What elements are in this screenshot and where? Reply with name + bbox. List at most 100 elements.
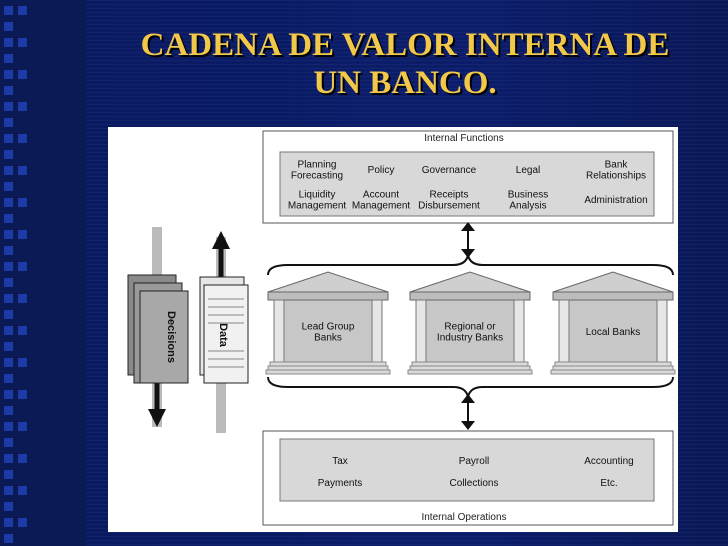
decorative-square xyxy=(4,214,13,223)
decorative-square xyxy=(4,150,13,159)
decorative-square xyxy=(4,438,13,447)
bank-body xyxy=(415,299,525,363)
decorative-square xyxy=(18,134,27,143)
bank-step xyxy=(550,369,676,375)
decorative-square xyxy=(4,54,13,63)
bank-column xyxy=(415,299,427,363)
decorative-square xyxy=(4,310,13,319)
decisions-label: Decisions xyxy=(165,311,177,363)
decorative-square xyxy=(4,406,13,415)
bank-entablature xyxy=(267,291,389,301)
decisions-data-graphic: Decisions Data xyxy=(127,227,249,433)
bottom-brace xyxy=(267,376,674,398)
bank-building xyxy=(550,271,676,375)
decorative-square xyxy=(4,38,13,47)
internal-functions-label: Internal Functions xyxy=(424,133,504,144)
decorative-square xyxy=(18,166,27,175)
decorative-square xyxy=(4,470,13,479)
decisions-arrow-head xyxy=(148,409,166,427)
decorative-square xyxy=(18,486,27,495)
operation-cell: Etc. xyxy=(600,478,617,489)
decorative-square xyxy=(4,102,13,111)
decorative-square xyxy=(4,374,13,383)
title-line-2: UN BANCO. xyxy=(313,65,497,101)
decorative-square xyxy=(18,198,27,207)
bank-building xyxy=(265,271,391,375)
data-arrow-head xyxy=(212,231,230,249)
bank-column xyxy=(656,299,668,363)
decorative-square xyxy=(4,262,13,271)
decorative-square xyxy=(18,326,27,335)
bank-building xyxy=(407,271,533,375)
bank-step xyxy=(411,361,529,367)
top-brace xyxy=(267,254,674,276)
function-cell: Policy xyxy=(368,165,395,176)
decorative-square xyxy=(4,342,13,351)
slide-title: CADENA DE VALOR INTERNA DE UN BANCO. xyxy=(100,26,710,102)
decorative-square xyxy=(18,262,27,271)
decorative-square xyxy=(4,6,13,15)
function-cell: Administration xyxy=(584,195,647,206)
decorative-square xyxy=(18,454,27,463)
decorative-square xyxy=(4,230,13,239)
decorative-square xyxy=(4,182,13,191)
decorative-square xyxy=(4,294,13,303)
decorative-square xyxy=(18,390,27,399)
decorative-square xyxy=(18,230,27,239)
title-line-1: CADENA DE VALOR INTERNA DE xyxy=(140,27,670,63)
bank-entablature xyxy=(409,291,531,301)
decorative-square xyxy=(4,358,13,367)
internal-functions-inner xyxy=(279,151,655,217)
decorative-square xyxy=(4,118,13,127)
decorative-square xyxy=(4,86,13,95)
decorative-square xyxy=(4,422,13,431)
bank-step xyxy=(552,365,674,371)
decorative-square xyxy=(4,70,13,79)
decorative-square xyxy=(4,246,13,255)
function-cell: Legal xyxy=(516,165,540,176)
operation-cell: Tax xyxy=(332,456,348,467)
bank-roof xyxy=(267,271,389,293)
bank-body xyxy=(558,299,668,363)
bank-roof xyxy=(552,271,674,293)
operation-cell: Payments xyxy=(318,478,362,489)
operation-cell: Collections xyxy=(450,478,499,489)
decorative-square xyxy=(4,278,13,287)
bank-body xyxy=(273,299,383,363)
decorative-square xyxy=(4,326,13,335)
internal-operations-inner xyxy=(279,438,655,502)
bank-column xyxy=(513,299,525,363)
decorative-square xyxy=(18,422,27,431)
decorative-square xyxy=(18,6,27,15)
decorative-square xyxy=(4,166,13,175)
bank-step xyxy=(407,369,533,375)
bank-step xyxy=(265,369,391,375)
decorative-square xyxy=(18,102,27,111)
decorative-square xyxy=(4,518,13,527)
bank-step xyxy=(269,361,387,367)
operation-cell: Payroll xyxy=(459,456,490,467)
bank-step xyxy=(409,365,531,371)
decorative-square xyxy=(4,198,13,207)
bank-column xyxy=(371,299,383,363)
bank-entablature xyxy=(552,291,674,301)
bank-column xyxy=(558,299,570,363)
bank-step xyxy=(267,365,389,371)
internal-operations-label: Internal Operations xyxy=(421,512,506,523)
decorative-square xyxy=(18,38,27,47)
bank-label: Local Banks xyxy=(586,327,640,338)
decorative-square xyxy=(4,486,13,495)
decorative-square xyxy=(4,534,13,543)
operation-cell: Accounting xyxy=(584,456,633,467)
function-cell: Governance xyxy=(422,165,477,176)
decorative-square xyxy=(18,70,27,79)
decorative-square xyxy=(4,22,13,31)
